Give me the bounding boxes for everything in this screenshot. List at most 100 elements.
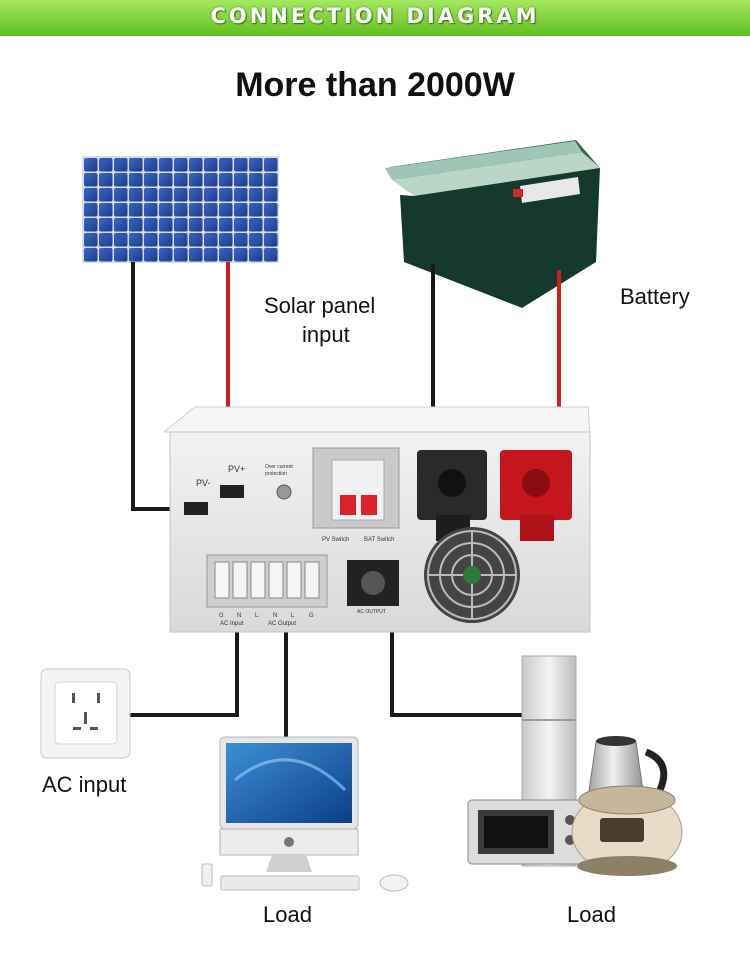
- over-current-label-2: protection: [265, 471, 287, 477]
- terminal-clamp: [232, 561, 248, 599]
- solar-cell: [249, 173, 263, 187]
- solar-cell: [189, 188, 203, 202]
- terminal-clamp: [286, 561, 302, 599]
- solar-cell: [189, 233, 203, 247]
- terminal-letter: G: [219, 613, 224, 619]
- solar-cell: [84, 158, 98, 172]
- battery-image: [385, 140, 600, 308]
- solar-cell: [144, 233, 158, 247]
- page-title: More than 2000W: [235, 66, 515, 104]
- inverter-box: PV- PV+ Over current protection PV Switc…: [162, 406, 591, 633]
- battery-label: Battery: [620, 284, 690, 309]
- solar-cell: [204, 233, 218, 247]
- solar-cell: [84, 188, 98, 202]
- load-label-right: Load: [567, 902, 616, 927]
- solar-cell: [159, 173, 173, 187]
- solar-cell: [84, 173, 98, 187]
- solar-cell: [144, 218, 158, 232]
- solar-panel: [82, 156, 279, 263]
- solar-cell: [174, 233, 188, 247]
- solar-cell: [84, 233, 98, 247]
- ac-output-terminal-label: AC Output: [268, 621, 296, 627]
- solar-cell: [219, 233, 233, 247]
- over-current-label-1: Over current: [265, 464, 293, 470]
- terminal-clamp: [214, 561, 230, 599]
- solar-cell: [174, 248, 188, 262]
- solar-cell: [264, 203, 278, 217]
- solar-cell: [234, 248, 248, 262]
- ac-output-socket-label: AC OUTPUT: [357, 609, 386, 615]
- solar-cell: [144, 248, 158, 262]
- solar-cell: [189, 218, 203, 232]
- terminal-letter: G: [309, 613, 314, 619]
- solar-cell: [219, 248, 233, 262]
- solar-cell: [234, 203, 248, 217]
- solar-cell: [114, 218, 128, 232]
- header-banner: [0, 0, 750, 36]
- solar-cell: [249, 203, 263, 217]
- cooling-fan: [424, 527, 520, 623]
- solar-cell: [99, 233, 113, 247]
- solar-cell: [129, 188, 143, 202]
- solar-cell: [174, 173, 188, 187]
- solar-cell: [159, 248, 173, 262]
- solar-cell: [129, 218, 143, 232]
- bat-switch-label: BAT Switch: [364, 537, 394, 543]
- terminal-clamp: [250, 561, 266, 599]
- solar-cell: [189, 158, 203, 172]
- solar-cell: [249, 233, 263, 247]
- solar-cell: [219, 188, 233, 202]
- solar-cell: [99, 158, 113, 172]
- solar-cell: [129, 173, 143, 187]
- solar-cell: [174, 203, 188, 217]
- solar-cell: [84, 203, 98, 217]
- solar-cell: [144, 158, 158, 172]
- solar-cell: [129, 233, 143, 247]
- solar-cell: [144, 173, 158, 187]
- solar-cell: [129, 158, 143, 172]
- pv-switch-label: PV Switch: [322, 537, 349, 543]
- terminal-clamp: [304, 561, 320, 599]
- wall-socket-icon: [40, 668, 131, 759]
- pv-minus-label: PV-: [196, 478, 211, 488]
- solar-cell: [264, 158, 278, 172]
- solar-cell: [219, 203, 233, 217]
- fuse-knob: [276, 484, 292, 500]
- solar-cell: [189, 248, 203, 262]
- solar-cell: [219, 158, 233, 172]
- pv-plus-label: PV+: [228, 464, 245, 474]
- solar-cell: [114, 158, 128, 172]
- ac-input-terminal-label: AC Input: [220, 621, 244, 627]
- solar-cell: [114, 233, 128, 247]
- computer-icon: [201, 736, 409, 892]
- solar-cell: [114, 248, 128, 262]
- solar-cell: [234, 188, 248, 202]
- solar-cell: [99, 248, 113, 262]
- solar-cell: [99, 173, 113, 187]
- solar-cell: [264, 233, 278, 247]
- solar-cell: [234, 233, 248, 247]
- solar-cell: [84, 248, 98, 262]
- solar-cell: [204, 188, 218, 202]
- solar-cell: [234, 173, 248, 187]
- solar-cell: [234, 218, 248, 232]
- terminal-clamp: [268, 561, 284, 599]
- solar-cell: [129, 203, 143, 217]
- terminal-letter: N: [273, 613, 277, 619]
- solar-cell: [144, 188, 158, 202]
- solar-cell: [99, 188, 113, 202]
- solar-cell: [174, 188, 188, 202]
- solar-cell: [99, 218, 113, 232]
- solar-cell: [264, 173, 278, 187]
- solar-cell: [264, 188, 278, 202]
- solar-cell: [189, 203, 203, 217]
- solar-cell: [219, 173, 233, 187]
- solar-panel-label-line1: Solar panel: [264, 293, 376, 318]
- solar-cell: [204, 218, 218, 232]
- solar-cell: [249, 248, 263, 262]
- solar-cell: [249, 218, 263, 232]
- solar-cell: [174, 218, 188, 232]
- banner-title: CONNECTION DIAGRAM: [210, 4, 540, 28]
- solar-cell: [114, 203, 128, 217]
